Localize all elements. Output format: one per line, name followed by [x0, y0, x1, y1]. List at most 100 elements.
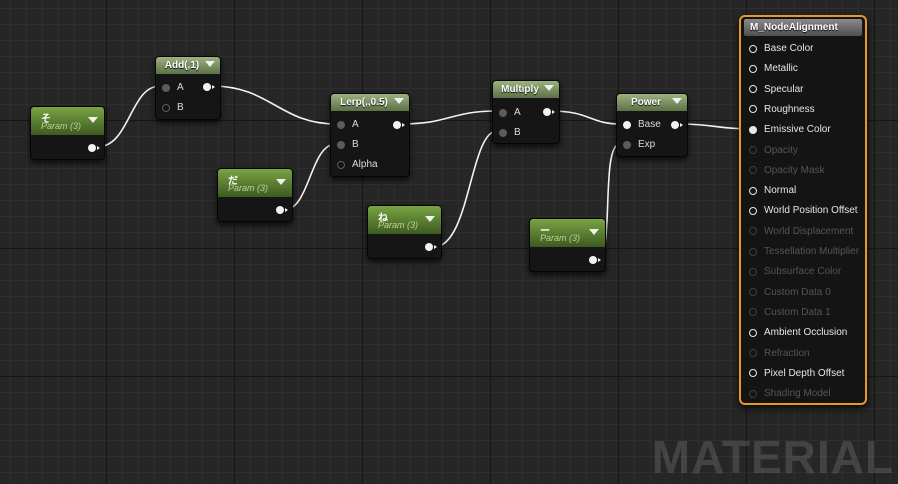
material-pin-ambient-occlusion[interactable]: Ambient Occlusion: [749, 327, 847, 338]
param-node-header[interactable]: ー Param (3): [530, 219, 605, 247]
output-pin-icon[interactable]: [203, 83, 215, 91]
material-pin-pixel-depth-offset[interactable]: Pixel Depth Offset: [749, 368, 844, 379]
power-pin-base[interactable]: Base: [623, 119, 661, 130]
chevron-down-icon[interactable]: [205, 61, 215, 67]
chevron-down-icon[interactable]: [276, 179, 286, 185]
param-node-so[interactable]: そ Param (3): [30, 106, 105, 160]
output-pin-icon[interactable]: [425, 243, 437, 251]
input-pin-icon[interactable]: [749, 247, 757, 256]
input-pin-icon[interactable]: [499, 108, 507, 117]
input-pin-icon[interactable]: [749, 227, 757, 236]
multiply-pin-a[interactable]: A: [499, 107, 521, 118]
material-pin-label: Normal: [764, 185, 797, 197]
input-pin-icon[interactable]: [623, 120, 631, 129]
input-pin-icon[interactable]: [749, 369, 757, 378]
input-pin-icon[interactable]: [162, 103, 170, 112]
output-pin-icon[interactable]: [393, 121, 405, 129]
multiply-node[interactable]: Multiply A B: [492, 80, 560, 144]
add-node[interactable]: Add(,1) A B: [155, 56, 221, 120]
input-pin-icon[interactable]: [749, 44, 757, 53]
input-pin-icon[interactable]: [337, 160, 345, 169]
add-pin-b[interactable]: B: [162, 102, 184, 113]
input-pin-icon[interactable]: [749, 288, 757, 297]
chevron-down-icon[interactable]: [544, 85, 554, 91]
input-pin-icon[interactable]: [749, 105, 757, 114]
add-pin-a[interactable]: A: [162, 82, 184, 93]
param-node-ne[interactable]: ね Param (3): [367, 205, 442, 259]
pin-label: B: [352, 139, 359, 150]
input-pin-icon[interactable]: [749, 85, 757, 94]
material-pin-world-position-offset[interactable]: World Position Offset: [749, 205, 858, 216]
lerp-pin-alpha[interactable]: Alpha: [337, 159, 378, 170]
chevron-down-icon[interactable]: [394, 98, 404, 104]
material-pin-normal[interactable]: Normal: [749, 185, 796, 196]
param-node-da[interactable]: だ Param (3): [217, 168, 293, 222]
material-pin-roughness[interactable]: Roughness: [749, 104, 815, 115]
output-pin-icon[interactable]: [543, 108, 555, 116]
input-pin-icon[interactable]: [623, 140, 631, 149]
material-pin-specular[interactable]: Specular: [749, 84, 803, 95]
material-pin-base-color[interactable]: Base Color: [749, 43, 813, 54]
add-node-header[interactable]: Add(,1): [156, 57, 220, 74]
input-pin-icon[interactable]: [749, 267, 757, 276]
lerp-pin-a[interactable]: A: [337, 119, 359, 130]
multiply-node-header[interactable]: Multiply: [493, 81, 559, 98]
material-pin-subsurface-color[interactable]: Subsurface Color: [749, 266, 841, 277]
input-pin-icon[interactable]: [749, 125, 757, 134]
param-node-header[interactable]: そ Param (3): [31, 107, 104, 135]
input-pin-icon[interactable]: [499, 128, 507, 137]
output-pin-icon[interactable]: [276, 206, 288, 214]
material-pin-label: Tessellation Multiplier: [764, 246, 860, 257]
power-node-title: Power: [630, 97, 661, 108]
pin-label: Base: [638, 119, 661, 130]
chevron-down-icon[interactable]: [425, 216, 435, 222]
input-pin-icon[interactable]: [749, 308, 757, 317]
material-pin-metallic[interactable]: Metallic: [749, 63, 798, 74]
lerp-node[interactable]: Lerp(,,0.5) A B Alpha: [330, 93, 410, 177]
material-pin-label: Shading Model: [764, 388, 831, 400]
param-node-dash[interactable]: ー Param (3): [529, 218, 606, 272]
material-pin-emissive-color[interactable]: Emissive Color: [749, 124, 831, 135]
material-pin-opacity[interactable]: Opacity: [749, 145, 798, 156]
input-pin-icon[interactable]: [749, 166, 757, 175]
lerp-pin-b[interactable]: B: [337, 139, 359, 150]
input-pin-icon[interactable]: [749, 349, 757, 357]
material-pin-tessellation-multiplier[interactable]: Tessellation Multiplier: [749, 246, 859, 257]
material-pin-opacity-mask[interactable]: Opacity Mask: [749, 165, 825, 176]
param-node-header[interactable]: ね Param (3): [368, 206, 441, 234]
lerp-node-header[interactable]: Lerp(,,0.5): [331, 94, 409, 111]
input-pin-icon[interactable]: [162, 83, 170, 92]
wire-add-to-lerp-a: [211, 85, 337, 125]
material-node-header[interactable]: M_NodeAlignment: [744, 19, 862, 36]
power-node[interactable]: Power Base Exp: [616, 93, 688, 157]
chevron-down-icon[interactable]: [672, 98, 682, 104]
chevron-down-icon[interactable]: [88, 117, 98, 123]
input-pin-icon[interactable]: [749, 328, 757, 337]
input-pin-icon[interactable]: [749, 206, 757, 215]
power-node-header[interactable]: Power: [617, 94, 687, 111]
power-pin-exp[interactable]: Exp: [623, 139, 655, 150]
material-pin-refraction[interactable]: Refraction: [749, 348, 810, 359]
output-pin-icon[interactable]: [589, 256, 601, 264]
input-pin-icon[interactable]: [749, 389, 757, 398]
pin-label: B: [177, 102, 184, 113]
chevron-down-icon[interactable]: [589, 229, 599, 235]
output-pin-icon[interactable]: [671, 121, 683, 129]
material-pin-shading-model[interactable]: Shading Model: [749, 388, 831, 399]
material-pin-custom-data-0[interactable]: Custom Data 0: [749, 287, 831, 298]
pin-label: A: [514, 107, 521, 118]
material-pin-custom-data-1[interactable]: Custom Data 1: [749, 307, 831, 318]
multiply-pin-b[interactable]: B: [499, 127, 521, 138]
input-pin-icon[interactable]: [749, 186, 757, 195]
material-node-title: M_NodeAlignment: [750, 22, 838, 33]
param-subtitle: Param (3): [41, 121, 82, 131]
material-pin-world-displacement[interactable]: World Displacement: [749, 226, 853, 237]
input-pin-icon[interactable]: [749, 64, 757, 73]
material-pin-label: Base Color: [764, 43, 814, 54]
input-pin-icon[interactable]: [337, 140, 345, 149]
input-pin-icon[interactable]: [337, 120, 345, 129]
output-pin-icon[interactable]: [88, 144, 100, 152]
input-pin-icon[interactable]: [749, 146, 757, 154]
param-node-header[interactable]: だ Param (3): [218, 169, 292, 197]
